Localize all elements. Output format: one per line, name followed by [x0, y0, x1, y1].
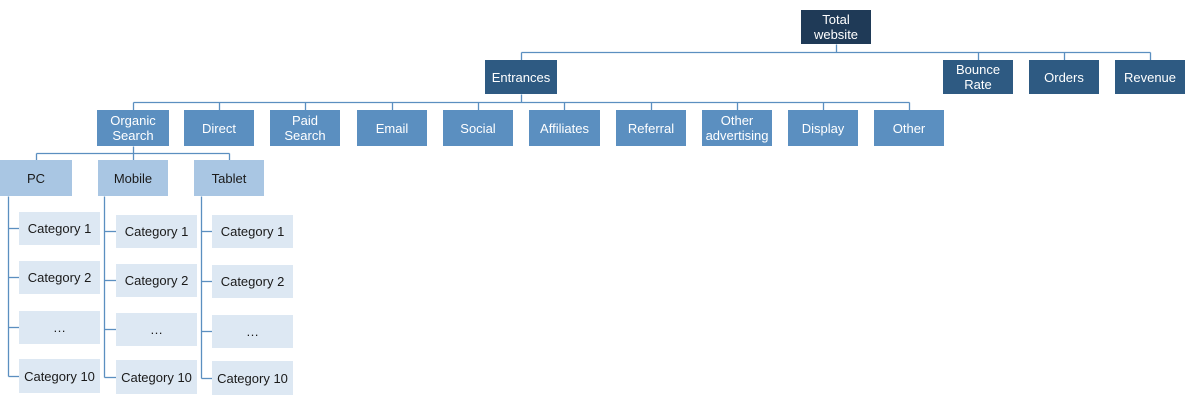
node-other-advertising: Other advertising — [702, 110, 772, 146]
node-mobile-category-ellipsis: … — [116, 313, 197, 346]
node-total-website: Total website — [801, 10, 871, 44]
node-tablet-category-1: Category 1 — [212, 215, 293, 248]
node-orders: Orders — [1029, 60, 1099, 94]
node-affiliates: Affiliates — [529, 110, 600, 146]
node-social: Social — [443, 110, 513, 146]
node-mobile-category-2: Category 2 — [116, 264, 197, 297]
node-organic-search: Organic Search — [97, 110, 169, 146]
node-mobile: Mobile — [98, 160, 168, 196]
node-direct: Direct — [184, 110, 254, 146]
node-mobile-category-10: Category 10 — [116, 360, 197, 394]
node-other: Other — [874, 110, 944, 146]
node-display: Display — [788, 110, 858, 146]
node-email: Email — [357, 110, 427, 146]
node-pc-category-10: Category 10 — [19, 359, 100, 393]
node-tablet-category-2: Category 2 — [212, 265, 293, 298]
node-tablet-category-10: Category 10 — [212, 361, 293, 395]
node-referral: Referral — [616, 110, 686, 146]
node-tablet: Tablet — [194, 160, 264, 196]
node-tablet-category-ellipsis: … — [212, 315, 293, 348]
node-revenue: Revenue — [1115, 60, 1185, 94]
node-pc-category-1: Category 1 — [19, 212, 100, 245]
node-pc: PC — [0, 160, 72, 196]
node-mobile-category-1: Category 1 — [116, 215, 197, 248]
node-bounce-rate: Bounce Rate — [943, 60, 1013, 94]
node-pc-category-2: Category 2 — [19, 261, 100, 294]
node-paid-search: Paid Search — [270, 110, 340, 146]
node-pc-category-ellipsis: … — [19, 311, 100, 344]
node-entrances: Entrances — [485, 60, 557, 94]
